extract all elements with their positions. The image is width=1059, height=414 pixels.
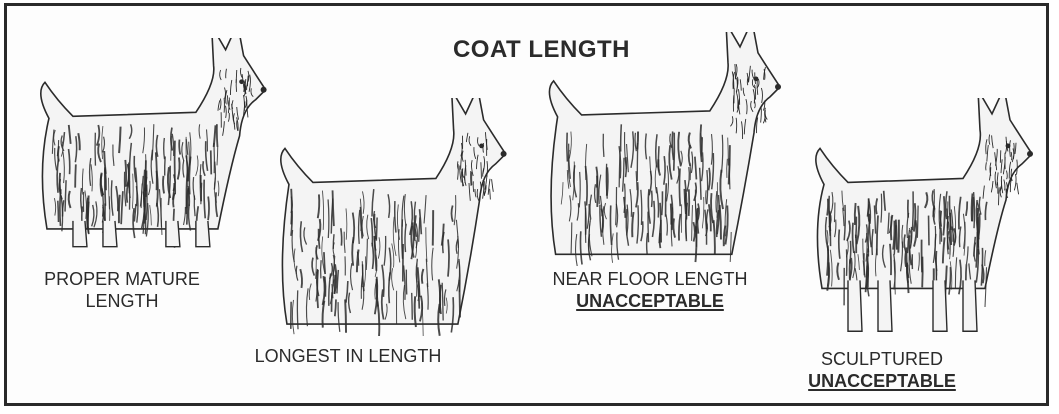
dog-near-floor-length-icon bbox=[530, 32, 800, 266]
dog-proper-mature-length-icon bbox=[22, 38, 284, 260]
caption-longest-in-length: LONGEST IN LENGTH bbox=[228, 345, 468, 367]
unacceptable-label: UNACCEPTABLE bbox=[530, 290, 770, 312]
caption-near-floor-length: NEAR FLOOR LENGTH UNACCEPTABLE bbox=[530, 268, 770, 312]
dog-longest-in-length-icon bbox=[262, 98, 524, 336]
unacceptable-label: UNACCEPTABLE bbox=[782, 370, 982, 392]
dog-sculptured-icon bbox=[798, 98, 1048, 336]
caption-proper-mature-length: PROPER MATURE LENGTH bbox=[22, 268, 222, 312]
caption-sculptured: SCULPTURED UNACCEPTABLE bbox=[782, 348, 982, 392]
